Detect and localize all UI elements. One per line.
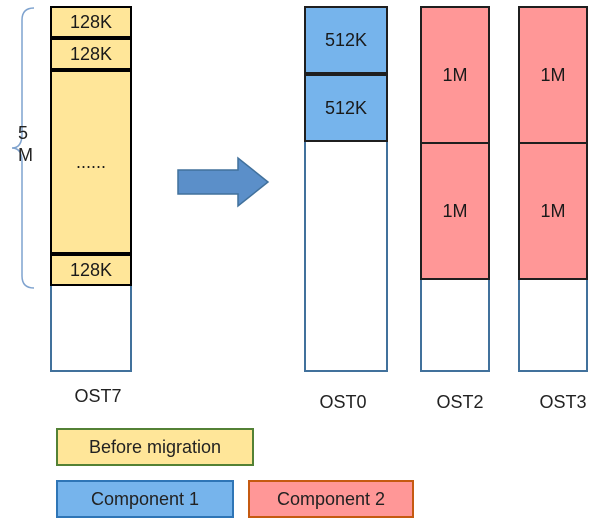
ost7-block-last: 128K (50, 254, 132, 286)
brace-label: 5 M (18, 122, 33, 166)
brace-label-line2: M (18, 145, 33, 165)
brace-label-line1: 5 (18, 123, 29, 143)
ost3-block-1: 1M (518, 6, 588, 144)
legend-component-2: Component 2 (248, 480, 414, 518)
ost7-block-ellipsis: ...... (50, 70, 132, 254)
ost2-block-1: 1M (420, 6, 490, 144)
ost7-label: OST7 (74, 386, 122, 406)
ost2-block-2: 1M (420, 142, 490, 280)
legend-before-migration: Before migration (56, 428, 254, 466)
ost3-label: OST3 (539, 392, 587, 412)
size-brace (11, 7, 35, 289)
ost7-block-2: 128K (50, 38, 132, 70)
ost2-label: OST2 (436, 392, 484, 412)
migration-arrow-icon (177, 156, 270, 208)
legend-component-1: Component 1 (56, 480, 234, 518)
ost0-block-1: 512K (304, 6, 388, 74)
ost3-block-2: 1M (518, 142, 588, 280)
ost0-label: OST0 (319, 392, 367, 412)
ost7-block-1: 128K (50, 6, 132, 38)
ost0-block-2: 512K (304, 74, 388, 142)
